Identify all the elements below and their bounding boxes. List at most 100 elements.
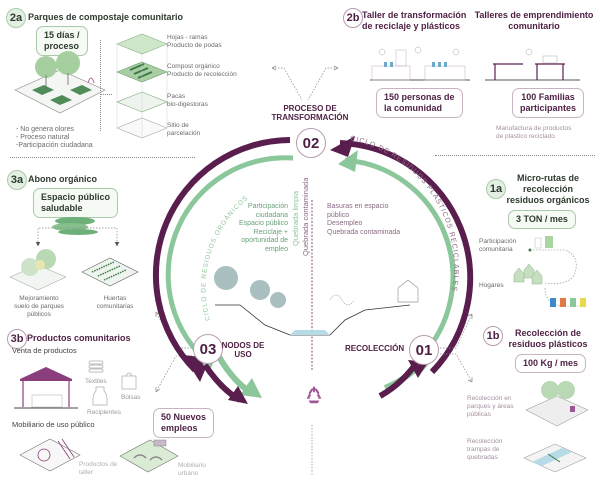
section-1a-title: Micro-rutas de recolección residuos orgá…	[506, 173, 590, 206]
benefit-item: - No genera olores	[16, 126, 74, 133]
node-03-circle[interactable]: 03	[193, 334, 223, 364]
pill-line: 150 personas de	[384, 92, 455, 102]
park-collection-label: Recolección en parques y áreas públicas	[467, 395, 514, 419]
pill-100-kg: 100 Kg / mes	[515, 354, 587, 373]
park-soil-illustration	[9, 249, 67, 291]
purple-arc-left	[152, 137, 291, 373]
green-arrowhead-top	[338, 150, 358, 172]
text-line: comunitarias	[96, 303, 134, 310]
node-02-circle[interactable]: 02	[296, 128, 326, 158]
text-line: bio-digestoras	[167, 101, 208, 108]
ravine-traps-label: Recolección trampas de quebradas	[467, 438, 502, 462]
tree-icon	[35, 56, 57, 78]
layer-label-4: Sitio de parcelación	[167, 122, 200, 138]
households-label: Hogares	[479, 282, 504, 289]
compost-layers-illustration	[115, 33, 169, 139]
text-line: PROCESO DE	[283, 104, 337, 113]
furniture-title: Mobiliario de uso público	[12, 420, 95, 429]
bag-icon	[121, 372, 137, 390]
green-arc-left	[165, 155, 294, 360]
green-arrow-03-head	[240, 378, 262, 398]
park-collection-illustration	[525, 381, 589, 427]
containers-label: Recipientes	[87, 409, 121, 416]
text-line: Taller de transformación	[362, 10, 467, 20]
text-line: residuos orgánicos	[506, 195, 590, 205]
text-line: Hojas - ramas	[167, 34, 208, 41]
text-line: Basuras en espacio	[327, 203, 389, 210]
pill-100-familias: 100 Familias participantes	[512, 88, 585, 118]
connector-line	[100, 94, 112, 95]
tree-icon	[250, 280, 270, 300]
sorting-bins-icon	[550, 298, 586, 307]
pill-line: participantes	[520, 103, 577, 113]
compost-pile-icon	[52, 217, 98, 235]
badge-3a: 3a	[7, 170, 27, 190]
text-line: residuos plásticos	[508, 339, 588, 349]
text-line: comunitaria	[479, 246, 513, 253]
text-line: públicas	[467, 411, 491, 418]
text-line: Sitio de	[167, 122, 189, 129]
node-01-circle[interactable]: 01	[409, 335, 439, 365]
urban-furniture-illustration	[119, 439, 179, 473]
gardens-label: Huertas comunitarias	[90, 295, 140, 311]
litter-swirl	[329, 294, 355, 306]
urban-furniture-label: Mobiliario urbano	[178, 462, 206, 478]
layer-label-1: Hojas - ramas Producto de podas	[167, 34, 222, 50]
problems-list: Basuras en espacio público Desempleo Que…	[327, 203, 400, 237]
community-gardens-illustration	[81, 257, 139, 287]
badge-3b: 3b	[7, 329, 27, 349]
text-line: quebradas	[467, 454, 498, 461]
text-line: Pacas	[167, 93, 186, 100]
organic-route-illustration	[528, 236, 585, 307]
ravine-water	[290, 330, 330, 335]
text-line: Reciclaje +	[253, 228, 288, 236]
pill-line: 15 días /	[44, 30, 80, 40]
layer-label-2: Compost orgánico Producto de recolección	[167, 63, 237, 79]
playground-illustration	[19, 438, 81, 472]
text-line: Desempleo	[327, 220, 363, 227]
section-divider	[10, 157, 195, 158]
pill-line: proceso	[44, 41, 80, 51]
branch-arrows	[35, 227, 120, 247]
pill-line: 50 Nuevos	[161, 412, 207, 422]
text-line: Participación	[479, 238, 517, 245]
tree-icon	[541, 381, 559, 399]
text-line: oportunidad de	[241, 237, 288, 244]
section-3a-title: Abono orgánico	[28, 174, 97, 184]
houses-icon	[513, 263, 543, 285]
purple-arc-right	[339, 140, 474, 375]
text-line: Participación	[247, 203, 288, 210]
tree-icon	[270, 292, 286, 308]
section-divider	[435, 155, 595, 156]
text-line: Recolección en	[467, 395, 512, 402]
text-line: Mejoramiento	[19, 295, 59, 302]
badge-1a: 1a	[486, 179, 506, 199]
textiles-icon	[88, 360, 104, 373]
purple-arrow-03-head	[228, 386, 248, 404]
pill-150-personas: 150 personas de la comunidad	[376, 88, 463, 118]
positive-outcomes: Participación ciudadana Espacio público …	[226, 203, 288, 254]
clean-ravine-label: Quebrada limpia	[291, 190, 300, 246]
section-3b-title: Productos comunitarios	[27, 333, 131, 343]
text-line: público	[327, 211, 350, 219]
text-line: Producto de recolección	[167, 71, 237, 78]
text-line: Talleres de emprendimiento	[474, 10, 594, 20]
text-line: NODOS DE	[221, 341, 265, 350]
bags-label: Bolsas	[121, 394, 141, 401]
text-line: Mobiliario	[178, 462, 206, 469]
badge-2a: 2a	[6, 8, 26, 28]
text-line: suelo de parques	[14, 303, 64, 310]
text-line: Producto de podas	[167, 42, 222, 49]
textiles-label: Textiles	[85, 378, 107, 385]
text-line: Micro-rutas de	[516, 173, 579, 183]
tree-icon	[557, 381, 575, 399]
badge-2b: 2b	[343, 8, 363, 28]
node-02-label: PROCESO DE TRANSFORMACIÓN	[270, 104, 350, 122]
section-2a-title: Parques de compostaje comunitario	[28, 12, 184, 22]
text-line: taller	[79, 469, 94, 476]
text-line: recolección	[522, 184, 574, 194]
layer-label-3: Pacas bio-digestoras	[167, 93, 208, 109]
text-line: Recolección	[467, 438, 503, 445]
benefit-item: -Participación ciudadana	[16, 142, 93, 149]
text-line: TRANSFORMACIÓN	[271, 113, 349, 122]
